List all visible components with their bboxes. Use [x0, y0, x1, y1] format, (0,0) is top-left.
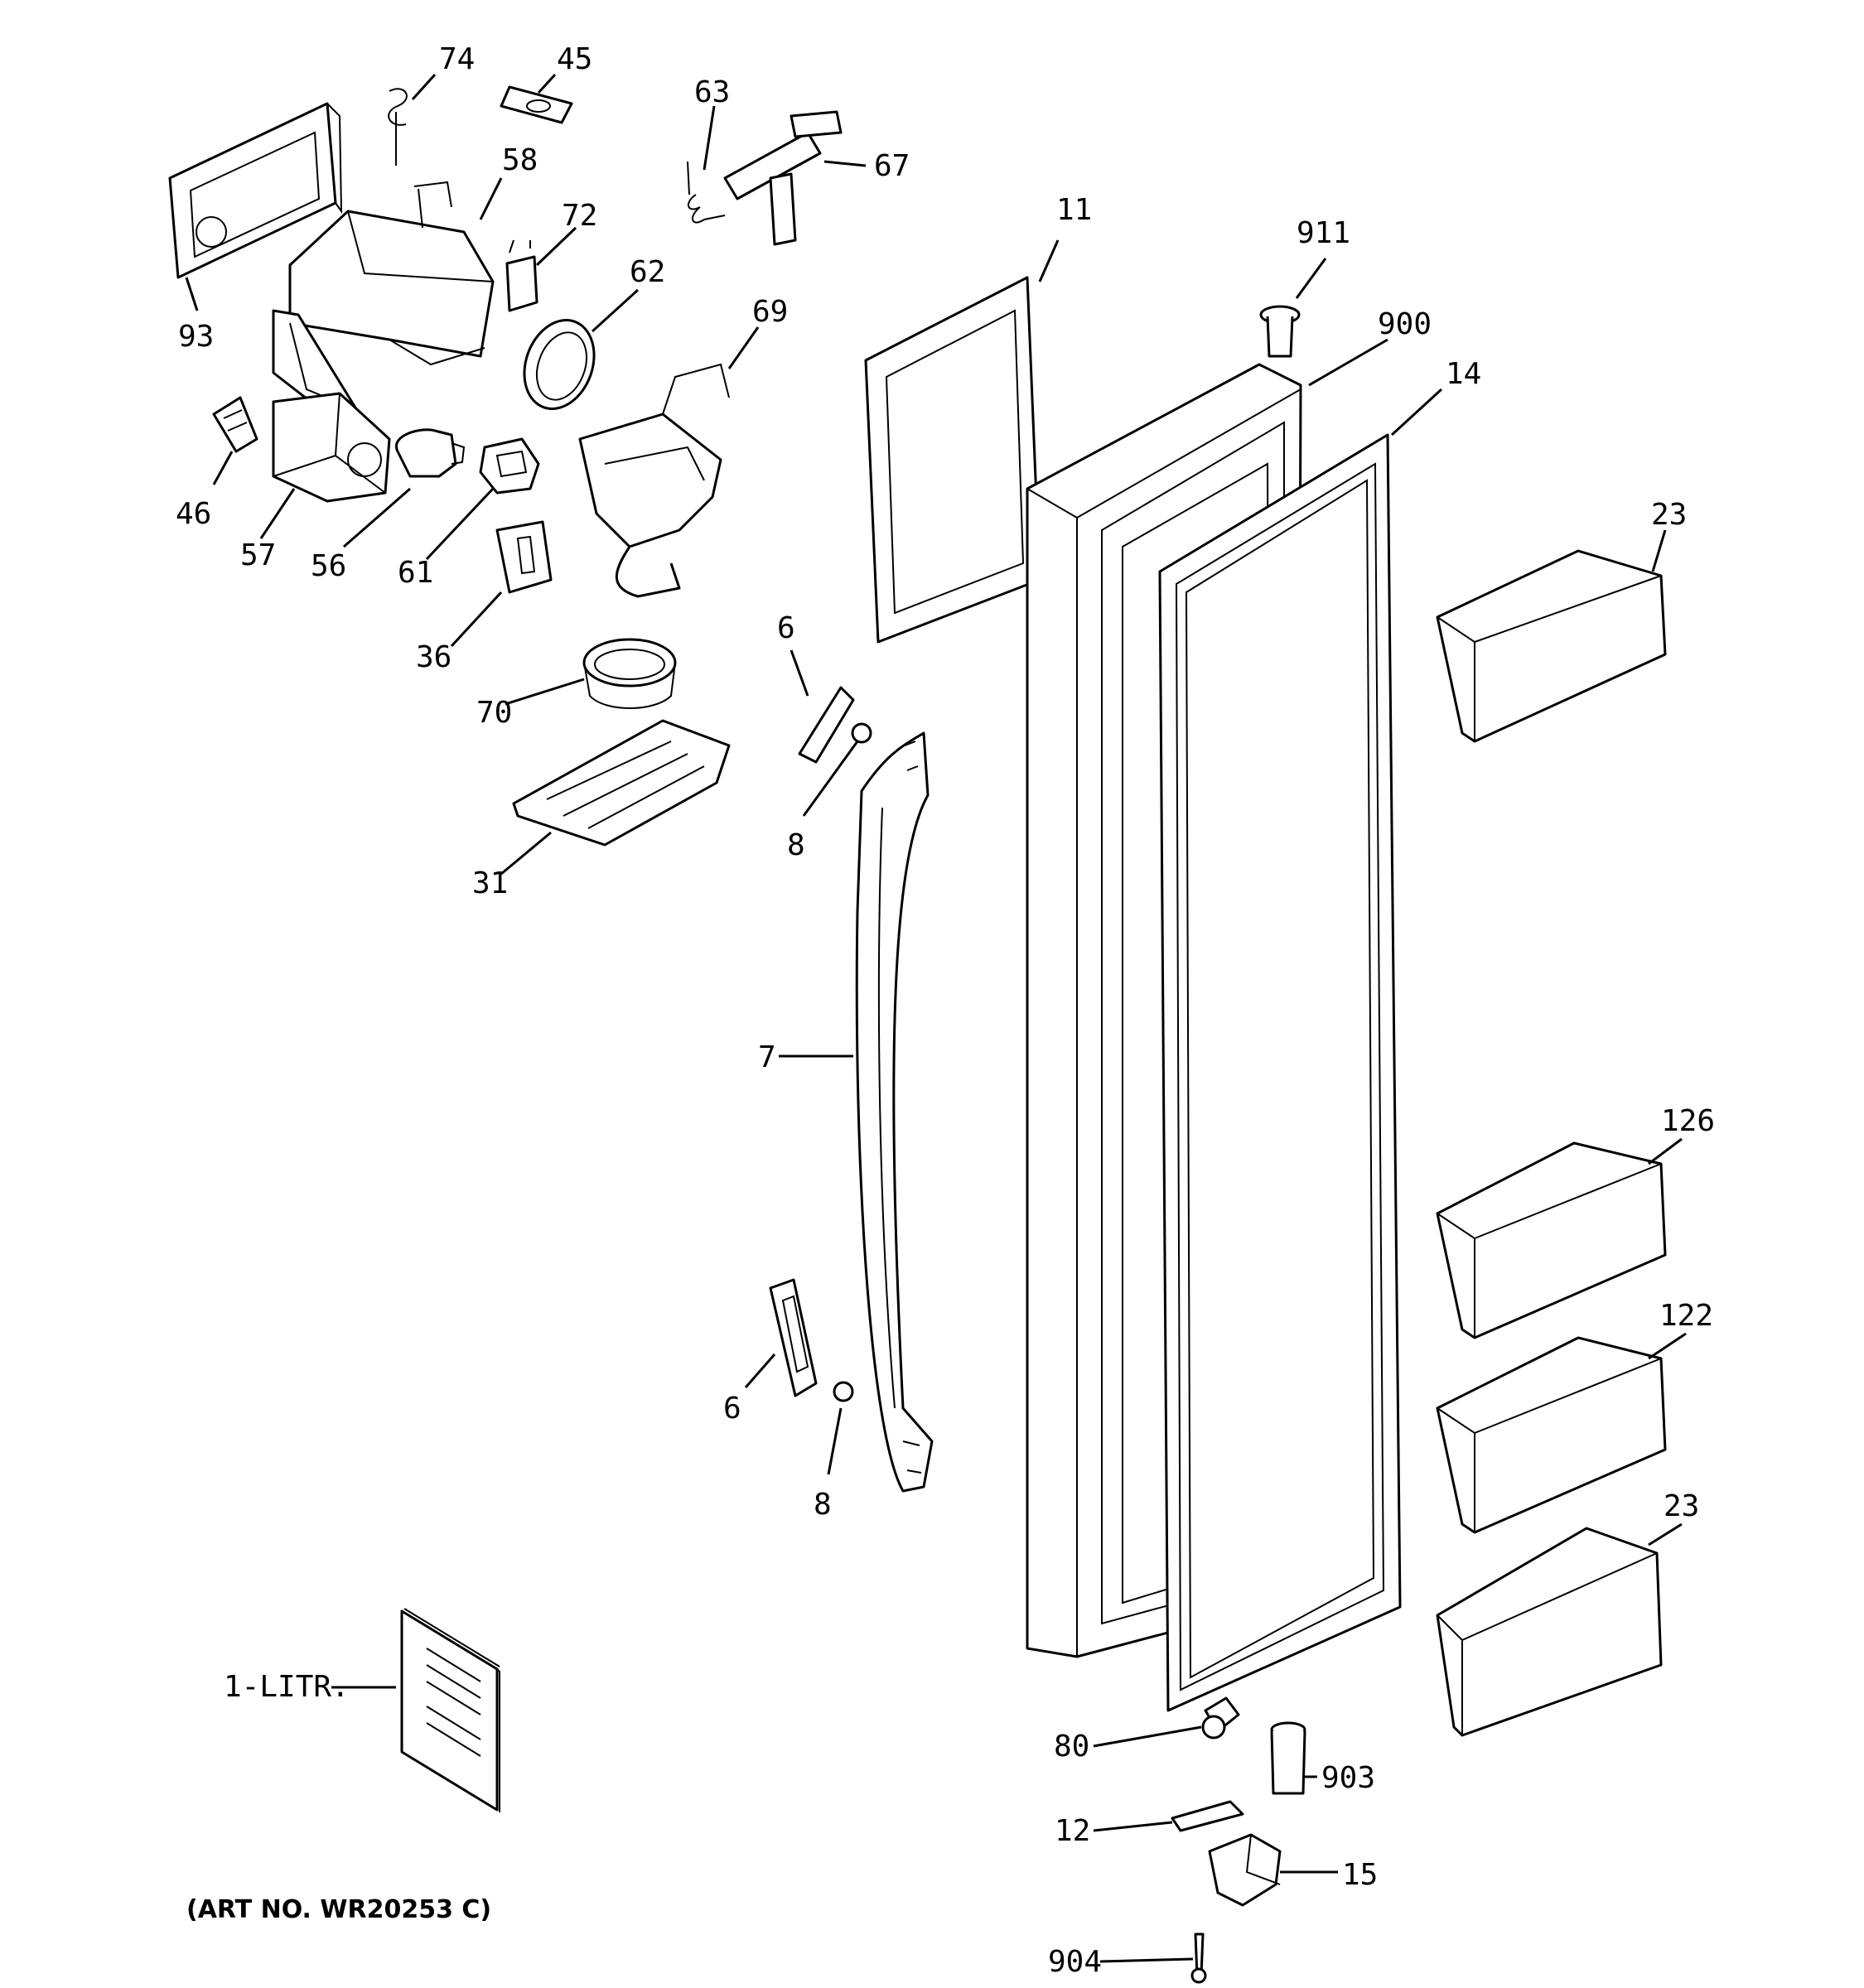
part-45-bracket	[500, 85, 573, 124]
callout-11: 11	[1056, 193, 1092, 227]
part-62-ring	[523, 319, 596, 410]
callout-70: 70	[476, 696, 512, 730]
part-56-motor	[394, 428, 466, 478]
part-58-housing	[272, 181, 495, 432]
part-57-motor-cover	[272, 392, 391, 503]
part-126-bin	[1436, 1141, 1667, 1339]
part-67-solenoid-lever	[723, 110, 843, 246]
callout-61: 61	[398, 556, 433, 590]
leader-lines	[185, 73, 1687, 1963]
part-63-spring	[687, 161, 726, 224]
callout-36: 36	[416, 640, 452, 674]
part-911-bushing	[1259, 305, 1301, 358]
part-12-shim	[1171, 1800, 1244, 1832]
callout-903: 903	[1321, 1761, 1375, 1795]
part-904-screw	[1190, 1933, 1207, 1984]
part-46-clip	[212, 396, 258, 453]
part-7-handle	[855, 731, 934, 1493]
part-69-ice-chute	[578, 363, 730, 598]
callout-62: 62	[630, 255, 665, 289]
callout-8-lower: 8	[814, 1488, 832, 1522]
callout-122: 122	[1659, 1299, 1713, 1333]
part-122-bin	[1436, 1336, 1667, 1534]
part-6-upper-cap	[798, 686, 855, 764]
part-8-upper-screw	[851, 722, 872, 744]
part-23-lower-bin	[1436, 1527, 1663, 1737]
part-6-lower-cap	[769, 1278, 818, 1397]
callout-31: 31	[472, 866, 508, 900]
part-23-upper-bin	[1436, 549, 1667, 743]
part-903-bushing	[1270, 1721, 1306, 1795]
callout-56: 56	[311, 549, 346, 583]
callout-6-upper: 6	[777, 611, 795, 645]
callout-69: 69	[752, 295, 788, 329]
part-31-tray	[512, 719, 731, 847]
callout-6-lower: 6	[723, 1392, 741, 1426]
callout-126: 126	[1661, 1104, 1715, 1138]
part-14-gasket	[1158, 433, 1402, 1712]
part-80-cam	[1201, 1696, 1240, 1740]
callout-12: 12	[1055, 1814, 1090, 1848]
callout-72: 72	[562, 199, 597, 233]
part-61-auger-coupler	[479, 437, 540, 495]
art-number: (ART NO. WR20253 C)	[186, 1895, 491, 1924]
callout-14: 14	[1446, 357, 1481, 391]
part-36-bracket	[495, 520, 553, 594]
callout-80: 80	[1054, 1730, 1089, 1764]
part-72-switch	[505, 239, 538, 312]
callout-7: 7	[758, 1040, 776, 1074]
callout-23-lower: 23	[1664, 1489, 1699, 1523]
part-15-hinge	[1208, 1833, 1282, 1907]
callout-46: 46	[176, 497, 211, 531]
callout-67: 67	[874, 149, 910, 183]
part-70-ring	[582, 638, 677, 709]
callout-911: 911	[1297, 216, 1350, 250]
part-93-control-panel	[168, 102, 343, 279]
part-8-lower-screw	[833, 1381, 854, 1402]
part-11-inner-panel	[864, 276, 1041, 644]
callout-8-upper: 8	[787, 828, 805, 862]
callout-1-litr: 1-LITR.	[224, 1670, 350, 1704]
part-74-spring	[388, 88, 408, 166]
callout-15: 15	[1342, 1858, 1378, 1892]
part-1-litr-manual	[400, 1608, 500, 1812]
callout-904: 904	[1048, 1945, 1102, 1979]
callout-93: 93	[178, 320, 214, 354]
callout-63: 63	[694, 75, 730, 109]
callout-900: 900	[1378, 307, 1432, 341]
callout-23-upper: 23	[1651, 498, 1687, 532]
callout-74: 74	[439, 42, 475, 76]
callout-45: 45	[557, 42, 592, 76]
callout-57: 57	[240, 538, 276, 572]
callout-58: 58	[502, 143, 538, 177]
